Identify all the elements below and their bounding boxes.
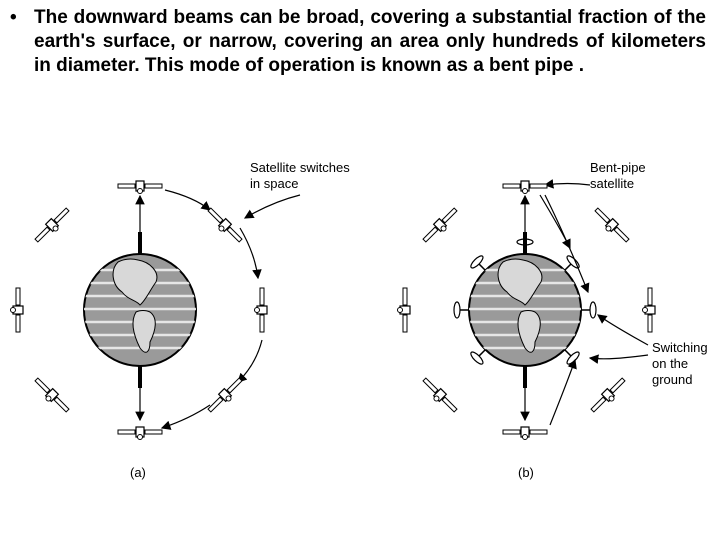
label-on-the: on the (652, 356, 688, 371)
caption-b: (b) (518, 465, 534, 480)
bullet-item: • The downward beams can be broad, cover… (10, 6, 706, 78)
bullet-text: The downward beams can be broad, coverin… (34, 7, 706, 76)
panel-b: Bent-pipe satellite Switching on the gro… (396, 160, 708, 480)
earth-a (83, 253, 197, 367)
label-satellite-switches: Satellite switches (250, 160, 350, 175)
panel-a: Satellite switches in space (a) (9, 160, 350, 480)
caption-a: (a) (130, 465, 146, 480)
earth-b (468, 253, 582, 367)
label-switching: Switching (652, 340, 708, 355)
label-satellite: satellite (590, 176, 634, 191)
bullet-symbol: • (10, 7, 17, 28)
label-in-space: in space (250, 176, 298, 191)
satellite-diagram: Satellite switches in space (a) (9, 160, 708, 480)
label-ground: ground (652, 372, 692, 387)
label-bent-pipe: Bent-pipe (590, 160, 646, 175)
